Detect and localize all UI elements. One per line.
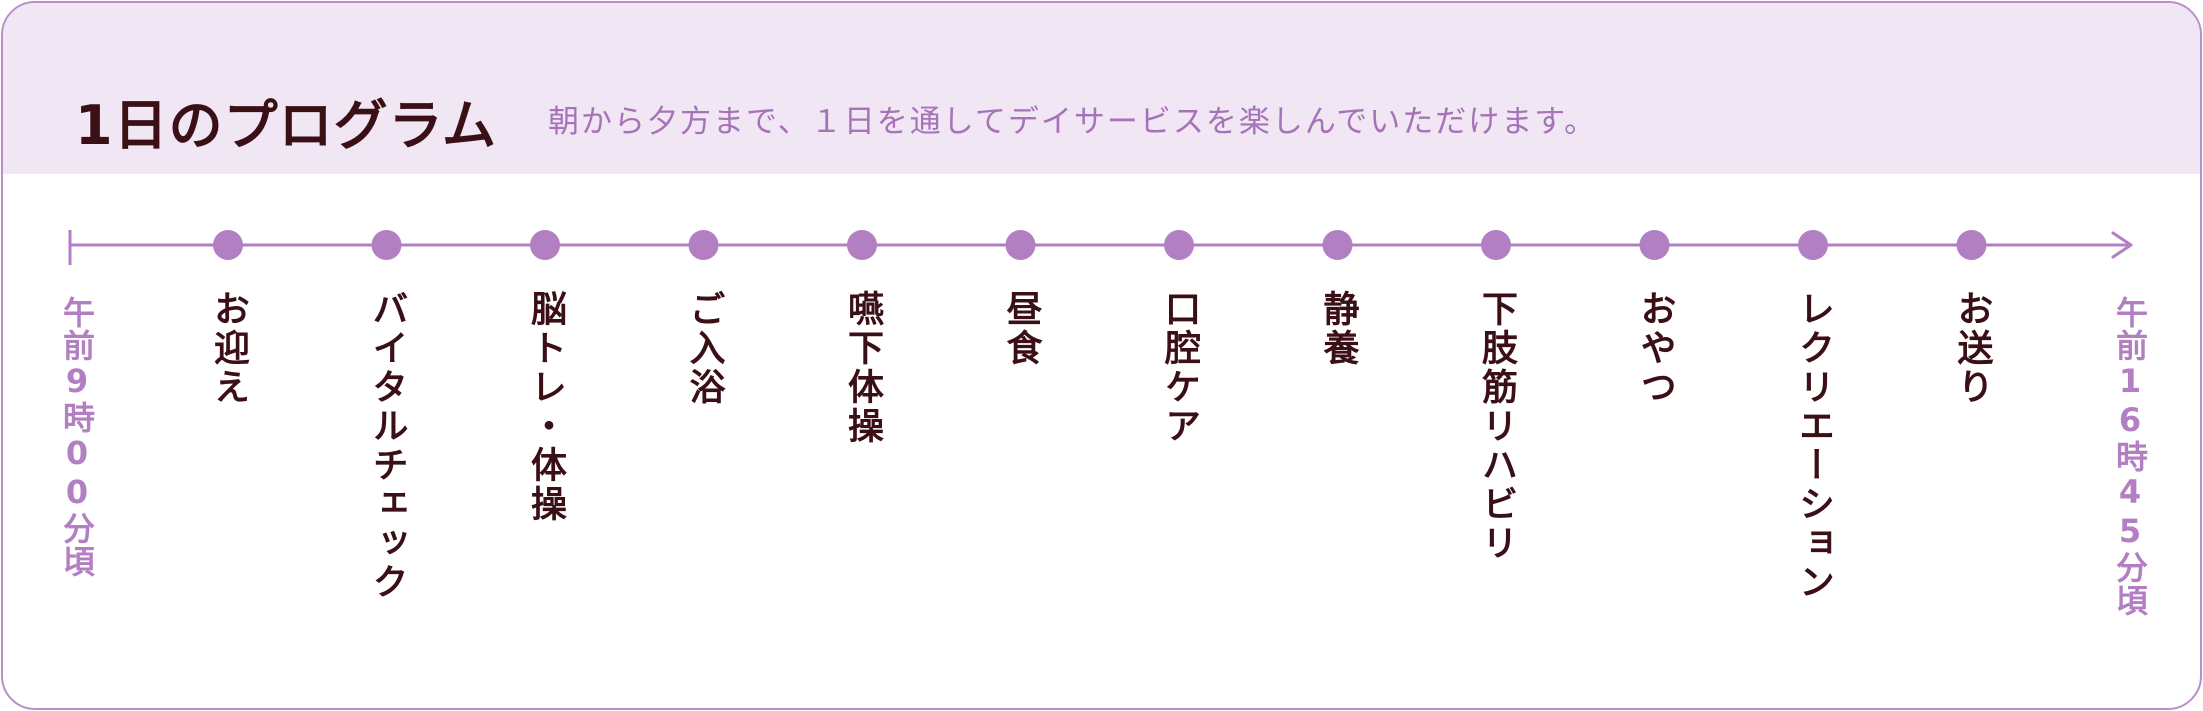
start-time: 午前9時00分頃 bbox=[58, 296, 96, 578]
timeline-dots bbox=[213, 230, 1987, 260]
timeline-step-label: 昼食 bbox=[1000, 290, 1042, 368]
timeline-step-label: お送り bbox=[1951, 290, 1993, 407]
timeline-step-label: お迎え bbox=[208, 290, 249, 407]
header-band: 1日のプログラム 朝から夕方まで、１日を通してデイサービスを楽しんでいただけます… bbox=[3, 3, 2200, 174]
timeline-step-label: 静養 bbox=[1317, 290, 1359, 368]
timeline-dot bbox=[530, 230, 560, 260]
timeline-step-label: おやつ bbox=[1634, 290, 1676, 407]
timeline-dot bbox=[213, 230, 243, 260]
timeline-dot bbox=[1164, 230, 1194, 260]
timeline-dot bbox=[1639, 230, 1670, 260]
timeline-dot bbox=[1956, 230, 1987, 260]
page-subtitle: 朝から夕方まで、１日を通してデイサービスを楽しんでいただけます。 bbox=[548, 104, 1598, 140]
timeline-step-label: レクリエーション bbox=[1793, 290, 1834, 602]
page-title: 1日のプログラム bbox=[75, 94, 497, 157]
timeline-dot bbox=[688, 230, 719, 260]
timeline-step-label: 嚥下体操 bbox=[842, 290, 883, 446]
timeline-step-label: 脳トレ・体操 bbox=[525, 290, 566, 524]
timeline-step-label: 口腔ケア bbox=[1159, 290, 1200, 446]
timeline-step-label: ご入浴 bbox=[683, 290, 725, 407]
timeline-dot bbox=[847, 230, 877, 260]
timeline-step-label: バイタルチェック bbox=[366, 290, 408, 602]
timeline-dot bbox=[371, 230, 402, 260]
timeline-dot bbox=[1322, 230, 1353, 260]
timeline-dot bbox=[1005, 230, 1036, 260]
end-time: 午前16時45分頃 bbox=[2111, 296, 2149, 617]
timeline-step-label: 下肢筋リハビリ bbox=[1476, 290, 1517, 563]
timeline-dot bbox=[1481, 230, 1511, 260]
timeline-arrow-icon bbox=[2111, 231, 2133, 259]
timeline-dot bbox=[1798, 230, 1828, 260]
